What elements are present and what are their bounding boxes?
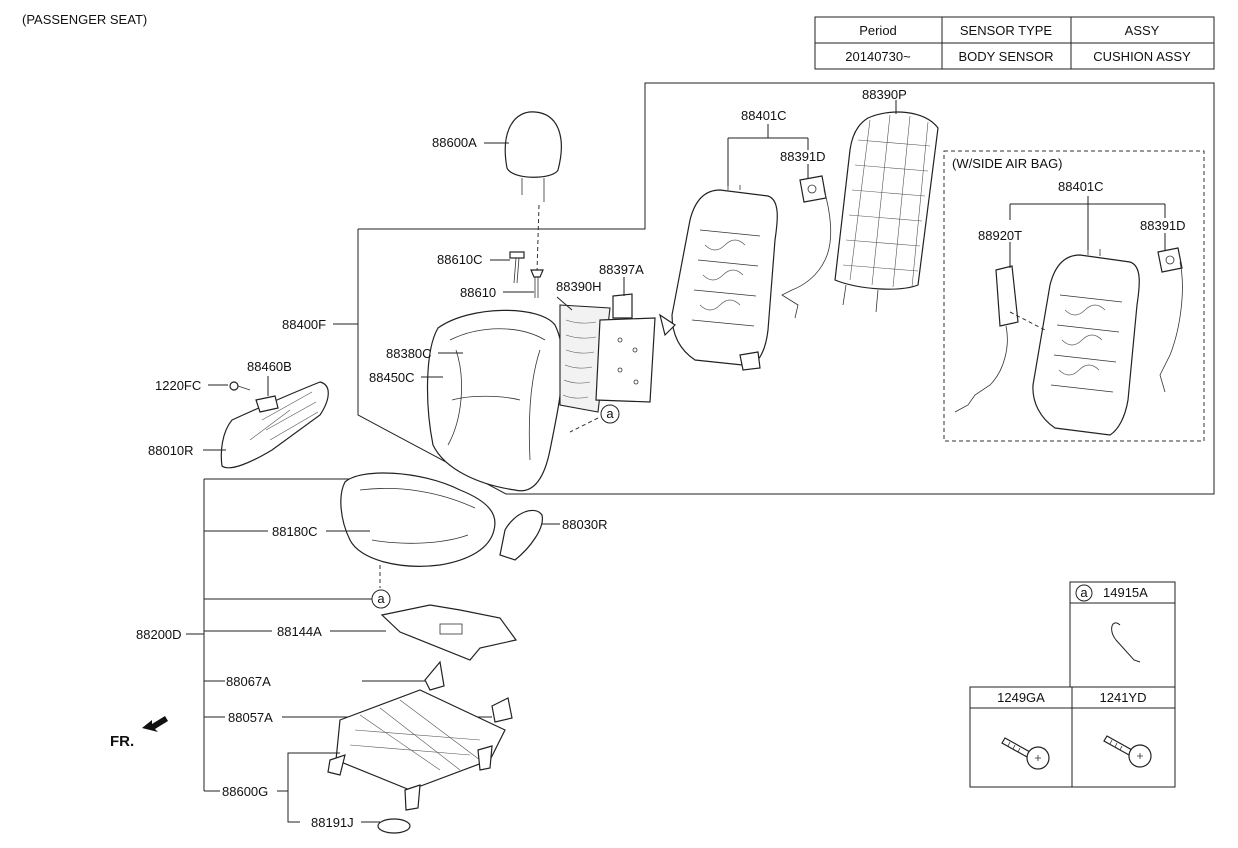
callout-88390P: 88390P — [862, 87, 907, 102]
bracket-88057A — [491, 697, 513, 723]
headrest — [504, 111, 562, 273]
callout-88600A: 88600A — [432, 135, 477, 150]
back-board — [834, 111, 939, 313]
callout-88391D: 88391D — [780, 149, 826, 164]
marker-label-cushion: a — [377, 591, 385, 606]
inset-title: (W/SIDE AIR BAG) — [952, 156, 1063, 171]
inset-callout-88391D: 88391D — [1140, 218, 1186, 233]
table-header-period: Period — [859, 23, 897, 38]
callout-88191J: 88191J — [311, 815, 354, 830]
inset-airbag — [954, 265, 1046, 413]
callout-88390H: 88390H — [556, 279, 602, 294]
screw-1249GA-icon — [1001, 737, 1050, 770]
front-label: FR. — [110, 733, 134, 750]
cushion-cover — [340, 472, 496, 588]
callout-88460B: 88460B — [247, 359, 292, 374]
table-cell-assy: CUSHION ASSY — [1093, 49, 1191, 64]
cushion-mat — [380, 604, 518, 661]
side-cover-screw — [255, 395, 279, 413]
fastener-legend — [969, 581, 1176, 788]
callout-88450C: 88450C — [369, 370, 415, 385]
callout-88600G: 88600G — [222, 784, 268, 799]
front-arrow-icon — [142, 716, 168, 732]
callout-88401C: 88401C — [741, 108, 787, 123]
side-airbag-inset — [943, 150, 1205, 442]
callout-88610: 88610 — [460, 285, 496, 300]
callout-88030R: 88030R — [562, 517, 608, 532]
legend-bottom-right: 1241YD — [1100, 690, 1147, 705]
seat-back-frame — [659, 185, 778, 371]
legend-bottom-left: 1249GA — [997, 690, 1045, 705]
table-cell-period: 20140730~ — [845, 49, 911, 64]
diagram-title: (PASSENGER SEAT) — [22, 12, 147, 27]
seat-back-group-outline — [357, 82, 1215, 495]
callout-88144A: 88144A — [277, 624, 322, 639]
sensor — [781, 175, 832, 319]
legend-marker-circle — [1075, 584, 1093, 602]
inset-callout-88401C: 88401C — [1058, 179, 1104, 194]
spec-table: Period SENSOR TYPE ASSY 20140730~ BODY S… — [814, 16, 1215, 70]
marker-label-back: a — [606, 406, 614, 421]
inset-callout-88920T: 88920T — [978, 228, 1022, 243]
legend-top-part: 14915A — [1103, 585, 1148, 600]
headrest-guides — [509, 251, 544, 298]
table-header-assy: ASSY — [1125, 23, 1160, 38]
callout-88380C: 88380C — [386, 346, 432, 361]
bolt — [229, 381, 251, 391]
seat-track — [327, 689, 506, 811]
callout-88180C: 88180C — [272, 524, 318, 539]
callout-88200D: 88200D — [136, 627, 182, 642]
callout-88397A: 88397A — [599, 262, 644, 277]
callout-88610C: 88610C — [437, 252, 483, 267]
cushion-side-trim — [499, 509, 543, 561]
table-cell-sensor-type: BODY SENSOR — [958, 49, 1053, 64]
inset-sensor — [1157, 247, 1183, 393]
screw-1241YD-icon — [1103, 735, 1152, 768]
callout-88067A: 88067A — [226, 674, 271, 689]
inset-frame — [1032, 248, 1140, 436]
bracket-88067A — [424, 660, 445, 691]
cover-cap — [377, 818, 411, 834]
callout-88400F: 88400F — [282, 317, 326, 332]
legend-marker-label: a — [1080, 585, 1088, 600]
side-cover — [220, 381, 329, 469]
seat-back-cover — [426, 309, 564, 492]
callout-88057A: 88057A — [228, 710, 273, 725]
hook-clip-icon — [1111, 622, 1141, 663]
callout-88010R: 88010R — [148, 443, 194, 458]
marker-circle-back — [600, 404, 620, 424]
lumbar-plate — [595, 293, 656, 403]
table-header-sensor-type: SENSOR TYPE — [960, 23, 1053, 38]
callout-1220FC: 1220FC — [155, 378, 201, 393]
